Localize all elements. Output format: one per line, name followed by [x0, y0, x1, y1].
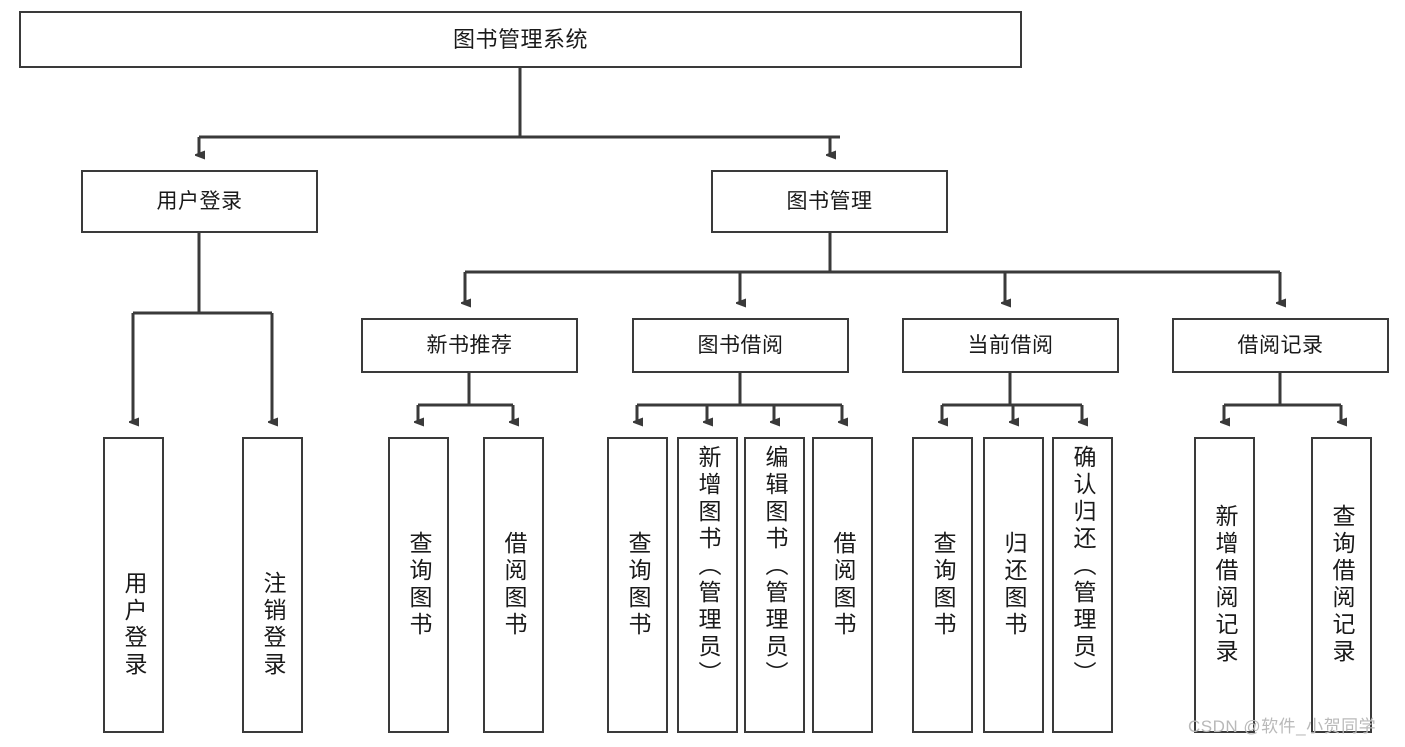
leaf-query-book-current[interactable]: 查询图书 [912, 437, 973, 733]
node-root[interactable]: 图书管理系统 [19, 11, 1022, 68]
leaf-user-logout-label: 注销登录 [260, 571, 286, 679]
leaf-return-book[interactable]: 归还图书 [983, 437, 1044, 733]
leaf-user-login[interactable]: 用户登录 [103, 437, 164, 733]
leaf-edit-book-admin-label: 编辑图书（管理员） [762, 445, 788, 688]
leaf-query-book-recommend[interactable]: 查询图书 [388, 437, 449, 733]
watermark-text: CSDN @软件_小贺同学 [1188, 717, 1377, 736]
leaf-user-login-label: 用户登录 [121, 571, 147, 679]
node-book-borrow-label: 图书借阅 [697, 334, 784, 357]
node-borrow-records[interactable]: 借阅记录 [1172, 318, 1389, 373]
leaf-borrow-book-recommend[interactable]: 借阅图书 [483, 437, 544, 733]
leaf-query-borrow-record[interactable]: 查询借阅记录 [1311, 437, 1372, 733]
node-user-login[interactable]: 用户登录 [81, 170, 318, 233]
leaf-borrow-book-recommend-label: 借阅图书 [501, 531, 527, 639]
leaf-confirm-return-admin-label: 确认归还（管理员） [1070, 445, 1096, 688]
node-current-borrow-label: 当前借阅 [967, 334, 1054, 357]
node-root-label: 图书管理系统 [452, 26, 588, 52]
leaf-query-book-borrow[interactable]: 查询图书 [607, 437, 668, 733]
leaf-add-borrow-record-label: 新增借阅记录 [1212, 504, 1238, 666]
leaf-borrow-book-label: 借阅图书 [830, 531, 856, 639]
leaf-add-book-admin-label: 新增图书（管理员） [695, 445, 721, 688]
node-book-management[interactable]: 图书管理 [711, 170, 948, 233]
node-book-borrow[interactable]: 图书借阅 [632, 318, 849, 373]
leaf-add-borrow-record[interactable]: 新增借阅记录 [1194, 437, 1255, 733]
node-book-management-label: 图书管理 [786, 190, 873, 213]
leaf-confirm-return-admin[interactable]: 确认归还（管理员） [1052, 437, 1113, 733]
node-borrow-records-label: 借阅记录 [1237, 334, 1324, 357]
leaf-edit-book-admin[interactable]: 编辑图书（管理员） [744, 437, 805, 733]
node-new-book-recommend[interactable]: 新书推荐 [361, 318, 578, 373]
leaf-query-book-borrow-label: 查询图书 [625, 531, 651, 639]
node-user-login-label: 用户登录 [156, 190, 243, 213]
leaf-query-borrow-record-label: 查询借阅记录 [1329, 504, 1355, 666]
node-new-book-recommend-label: 新书推荐 [426, 334, 513, 357]
leaf-borrow-book[interactable]: 借阅图书 [812, 437, 873, 733]
leaf-user-logout[interactable]: 注销登录 [242, 437, 303, 733]
leaf-add-book-admin[interactable]: 新增图书（管理员） [677, 437, 738, 733]
leaf-query-book-current-label: 查询图书 [930, 531, 956, 639]
node-current-borrow[interactable]: 当前借阅 [902, 318, 1119, 373]
leaf-query-book-recommend-label: 查询图书 [406, 531, 432, 639]
leaf-return-book-label: 归还图书 [1001, 531, 1027, 639]
